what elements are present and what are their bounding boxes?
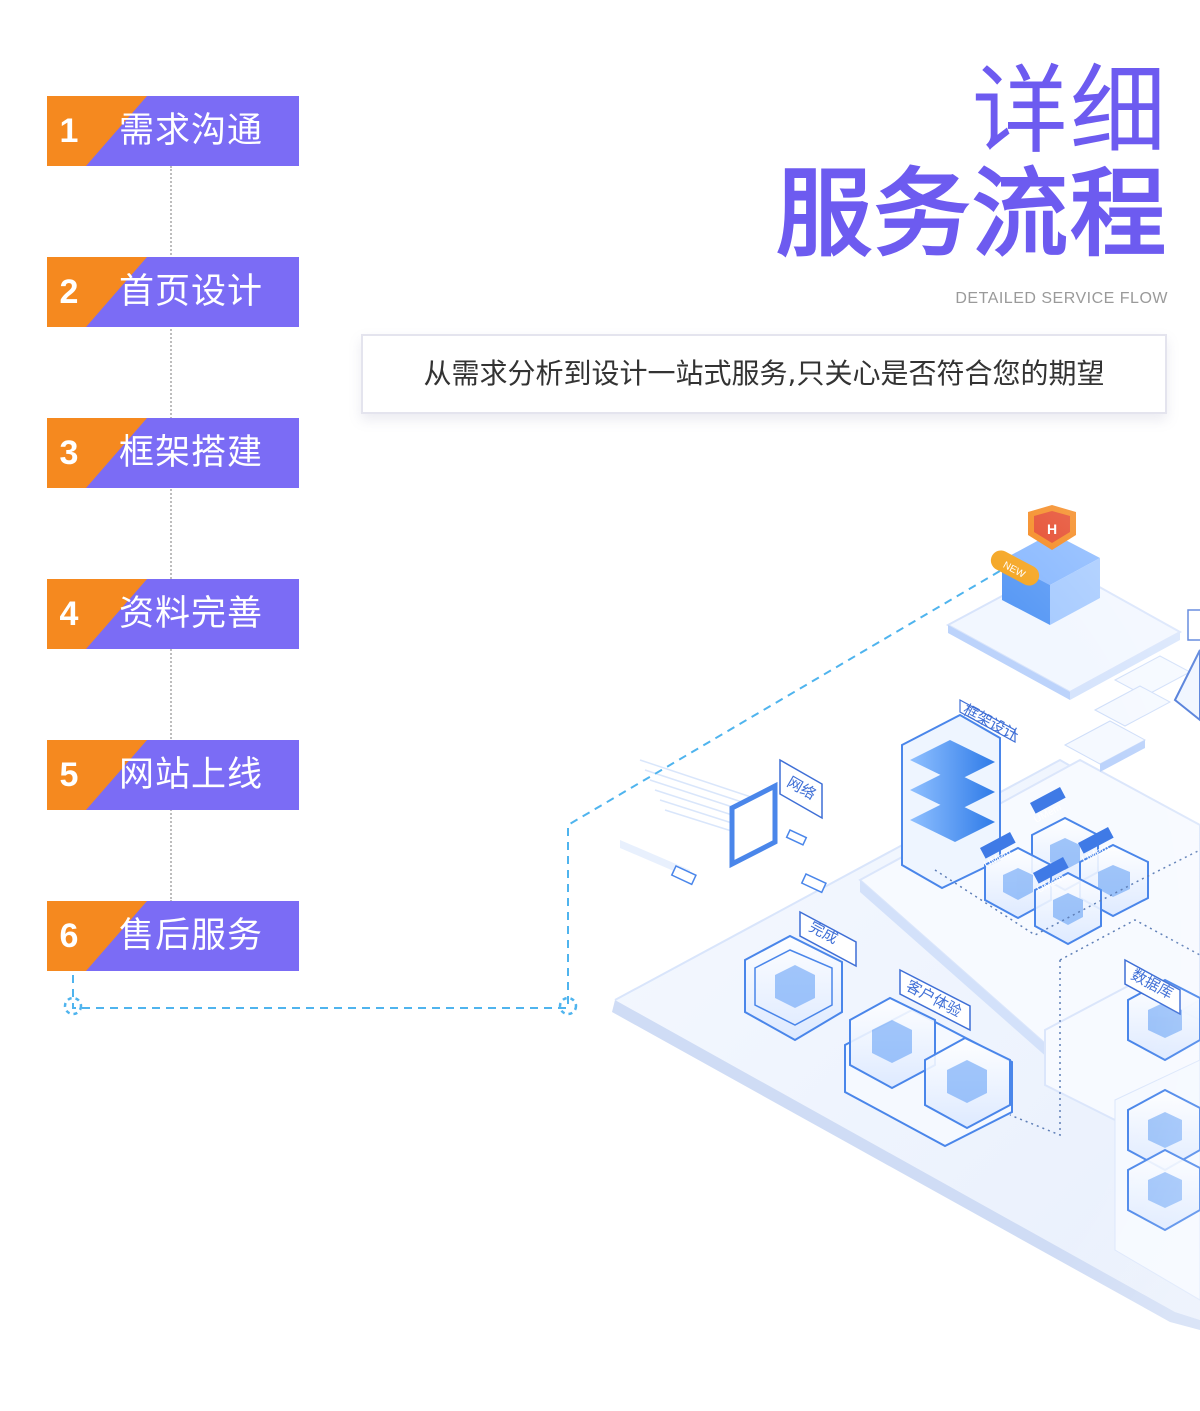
step-label: 网站上线 bbox=[119, 755, 264, 795]
title-line-1: 详细 bbox=[972, 55, 1168, 167]
step-6[interactable]: 6 售后服务 bbox=[47, 901, 299, 971]
tagline-text: 从需求分析到设计一站式服务,只关心是否符合您的期望 bbox=[423, 357, 1105, 390]
step-5[interactable]: 5 网站上线 bbox=[47, 740, 299, 810]
step-1[interactable]: 1 需求沟通 bbox=[47, 96, 299, 166]
flow-link-start-node bbox=[63, 996, 83, 1016]
step-4[interactable]: 4 资料完善 bbox=[47, 579, 299, 649]
step-label: 首页设计 bbox=[119, 272, 264, 312]
step-label: 框架搭建 bbox=[119, 433, 264, 473]
step-label: 资料完善 bbox=[119, 594, 264, 634]
subtitle-en: DETAILED SERVICE FLOW bbox=[955, 290, 1168, 307]
step-label: 售后服务 bbox=[119, 916, 264, 956]
step-list: 1 需求沟通 2 首页设计 3 框架搭建 4 资料完善 5 网站上线 6 售后服… bbox=[0, 0, 600, 1100]
step-number: 6 bbox=[59, 917, 79, 955]
step-number: 3 bbox=[59, 434, 79, 472]
heading: 详细 服务流程 DETAILED SERVICE FLOW bbox=[568, 58, 1168, 308]
tagline-box: 从需求分析到设计一站式服务,只关心是否符合您的期望 bbox=[361, 334, 1167, 414]
title-line-2: 服务流程 bbox=[776, 158, 1168, 270]
flow-link-corner-node bbox=[558, 996, 578, 1016]
step-number: 5 bbox=[59, 756, 79, 794]
step-number: 1 bbox=[59, 112, 79, 150]
step-label: 需求沟通 bbox=[119, 111, 264, 151]
steps-connector-line bbox=[170, 166, 172, 902]
step-3[interactable]: 3 框架搭建 bbox=[47, 418, 299, 488]
step-2[interactable]: 2 首页设计 bbox=[47, 257, 299, 327]
step-number: 2 bbox=[59, 273, 79, 311]
step-number: 4 bbox=[59, 595, 79, 633]
